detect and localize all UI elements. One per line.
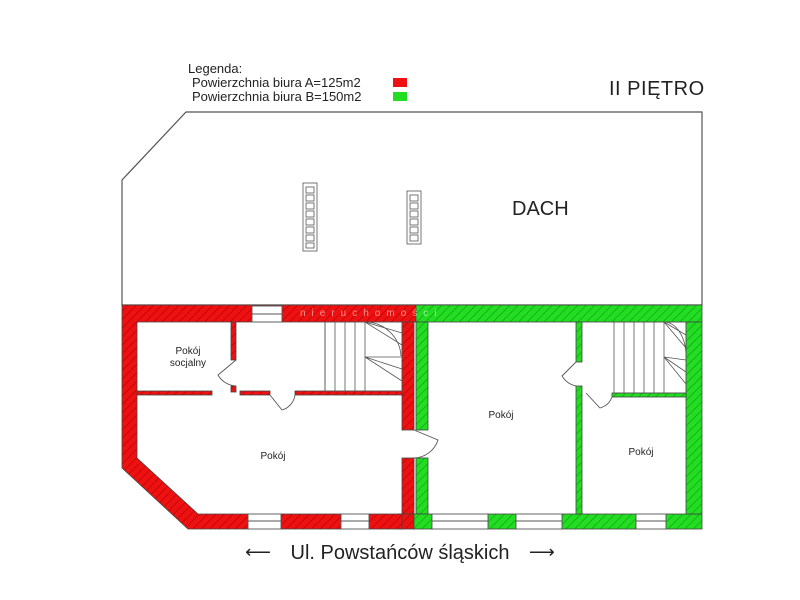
windows [247,305,667,530]
street-name: Ul. Powstańców śląskich [290,542,510,564]
watermark: nieruchomości [300,308,443,319]
legend-item-office-a: Powierzchnia biura A=125m2 [192,75,407,90]
room-label-social-line1: Pokój [175,346,201,357]
office-a-walls [121,304,417,530]
legend-item-office-b: Powierzchnia biura B=150m2 [192,89,407,104]
room-label-office-b-1: Pokój [488,410,514,421]
left-arrow-icon: ⟵ [245,542,271,562]
skylight-2 [406,190,422,245]
staircase-b [613,321,687,394]
legend: Legenda: Powierzchnia biura A=125m2 Powi… [188,61,407,104]
floor-label: II PIĘTRO [609,78,705,100]
legend-title: Legenda: [188,61,243,76]
room-label-social: Pokój socjalny [158,346,218,370]
legend-label-office-b: Powierzchnia biura B=150m2 [192,89,362,104]
street-label: ⟵ Ul. Powstańców śląskich ⟶ [0,542,800,565]
skylight-1 [302,182,318,252]
roof-label: DACH [512,198,569,220]
office-b-walls [413,304,703,530]
room-label-office-a: Pokój [260,451,286,462]
doors [217,359,613,459]
right-arrow-icon: ⟶ [529,542,555,562]
room-label-office-b-2: Pokój [628,447,654,458]
legend-swatch-office-a [393,78,407,87]
legend-swatch-office-b [393,92,407,101]
staircase-a [324,321,403,392]
room-label-social-line2: socjalny [169,358,207,369]
legend-label-office-a: Powierzchnia biura A=125m2 [192,75,361,90]
